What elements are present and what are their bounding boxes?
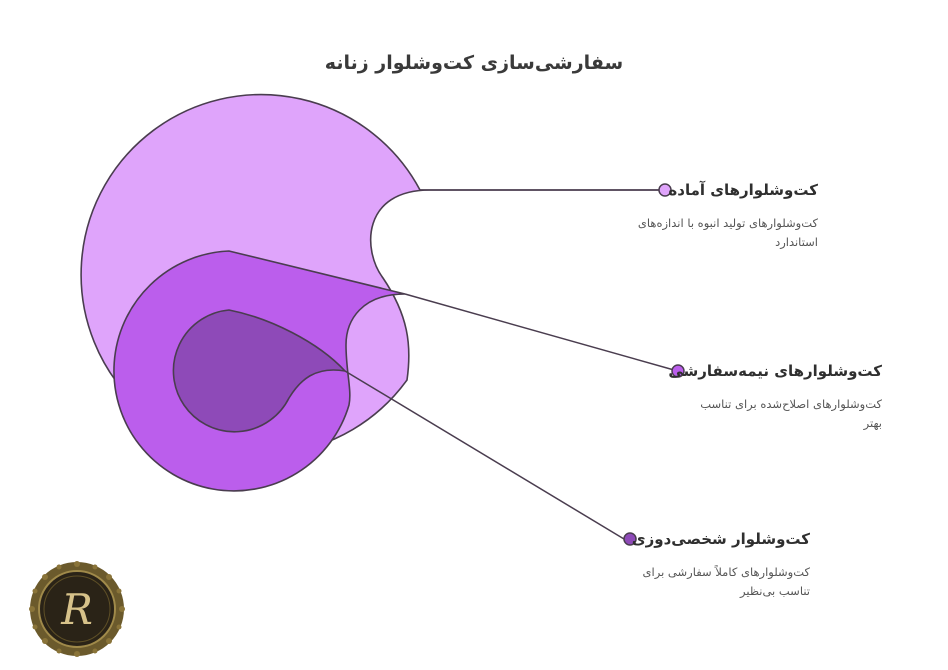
bullet-level-2	[671, 364, 685, 378]
connector-line-2	[404, 293, 675, 371]
level-2-title: کت‌وشلوارهای نیمه‌سفارشی	[668, 362, 882, 380]
level-inner-shape	[172, 309, 348, 433]
level-1-description: کت‌وشلوارهای تولید انبوه با اندازه‌های ا…	[637, 216, 818, 249]
diagram-title: سفارشی‌سازی کت‌وشلوار زنانه	[324, 52, 624, 74]
logo-ornament	[29, 561, 125, 657]
level-2-label: کت‌وشلوارهای نیمه‌سفارشی کت‌وشلوارهای اص…	[668, 362, 882, 433]
connector-line-3	[344, 370, 625, 540]
level-2-description: کت‌وشلوارهای اصلاح‌شده برای تناسب بهتر	[700, 397, 882, 430]
logo-letter: R	[60, 585, 93, 634]
level-3-label: کت‌وشلوار شخصی‌دوزی کت‌وشلوارهای کاملاً …	[610, 530, 810, 601]
bullet-level-3	[623, 532, 637, 546]
bullet-level-1	[658, 183, 672, 197]
level-3-description: کت‌وشلوارهای کاملاً سفارشی برای تناسب بی…	[642, 565, 810, 598]
level-1-label: کت‌وشلوارهای آماده کت‌وشلوارهای تولید ان…	[618, 181, 818, 252]
level-3-title: کت‌وشلوار شخصی‌دوزی	[631, 530, 810, 548]
level-1-title: کت‌وشلوارهای آماده	[668, 181, 818, 199]
brand-logo: R	[29, 561, 125, 657]
